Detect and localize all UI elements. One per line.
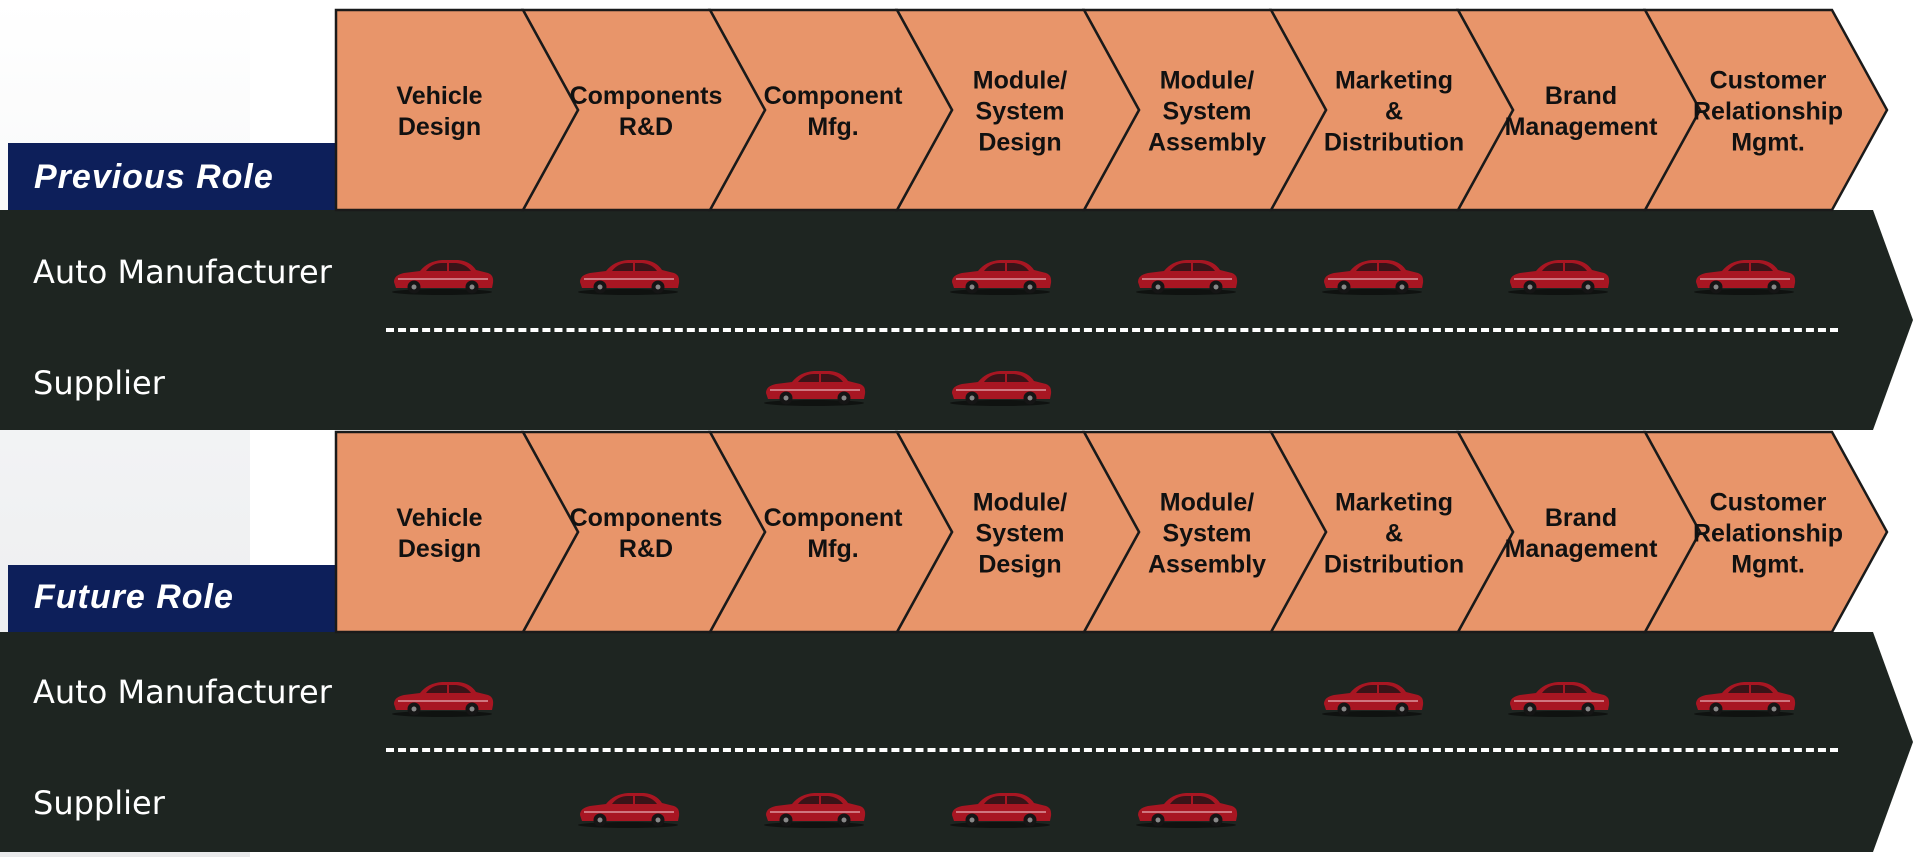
car-icon [1318,674,1426,718]
car-icon [760,785,868,829]
previous-role-title: Previous Role [34,158,274,197]
car-icon [946,363,1054,407]
previous-auto-manufacturer-label: Auto Manufacturer [33,253,332,291]
car-icon [1504,252,1612,296]
step-label: Module/ System Design [930,488,1110,581]
step-label: Vehicle Design [350,503,530,565]
car-icon [1132,785,1240,829]
step-label: Customer Relationship Mgmt. [1678,66,1858,159]
step-label: Marketing & Distribution [1304,488,1484,581]
step-label: Module/ System Assembly [1117,488,1297,581]
car-icon [1690,674,1798,718]
previous-supplier-label: Supplier [33,364,165,402]
car-icon [760,363,868,407]
step-label: Component Mfg. [743,81,923,143]
car-icon [1504,674,1612,718]
future-role-section: Future Role Auto Manufacturer Supplier V… [0,422,1913,852]
future-auto-manufacturer-label: Auto Manufacturer [33,673,332,711]
car-icon [946,785,1054,829]
step-label: Brand Management [1491,503,1671,565]
car-icon [574,252,682,296]
previous-role-section: Previous Role Auto Manufacturer Supplier… [0,0,1913,430]
step-label: Brand Management [1491,81,1671,143]
future-supplier-label: Supplier [33,784,165,822]
car-icon [1318,252,1426,296]
car-icon [388,674,496,718]
step-label: Module/ System Assembly [1117,66,1297,159]
step-label: Component Mfg. [743,503,923,565]
step-label: Marketing & Distribution [1304,66,1484,159]
car-icon [1690,252,1798,296]
step-label: Components R&D [556,503,736,565]
step-label: Vehicle Design [350,81,530,143]
previous-role-divider [386,328,1838,332]
future-role-divider [386,748,1838,752]
car-icon [388,252,496,296]
car-icon [574,785,682,829]
step-label: Customer Relationship Mgmt. [1678,488,1858,581]
car-icon [946,252,1054,296]
step-label: Module/ System Design [930,66,1110,159]
car-icon [1132,252,1240,296]
future-role-title: Future Role [34,578,234,617]
step-label: Components R&D [556,81,736,143]
